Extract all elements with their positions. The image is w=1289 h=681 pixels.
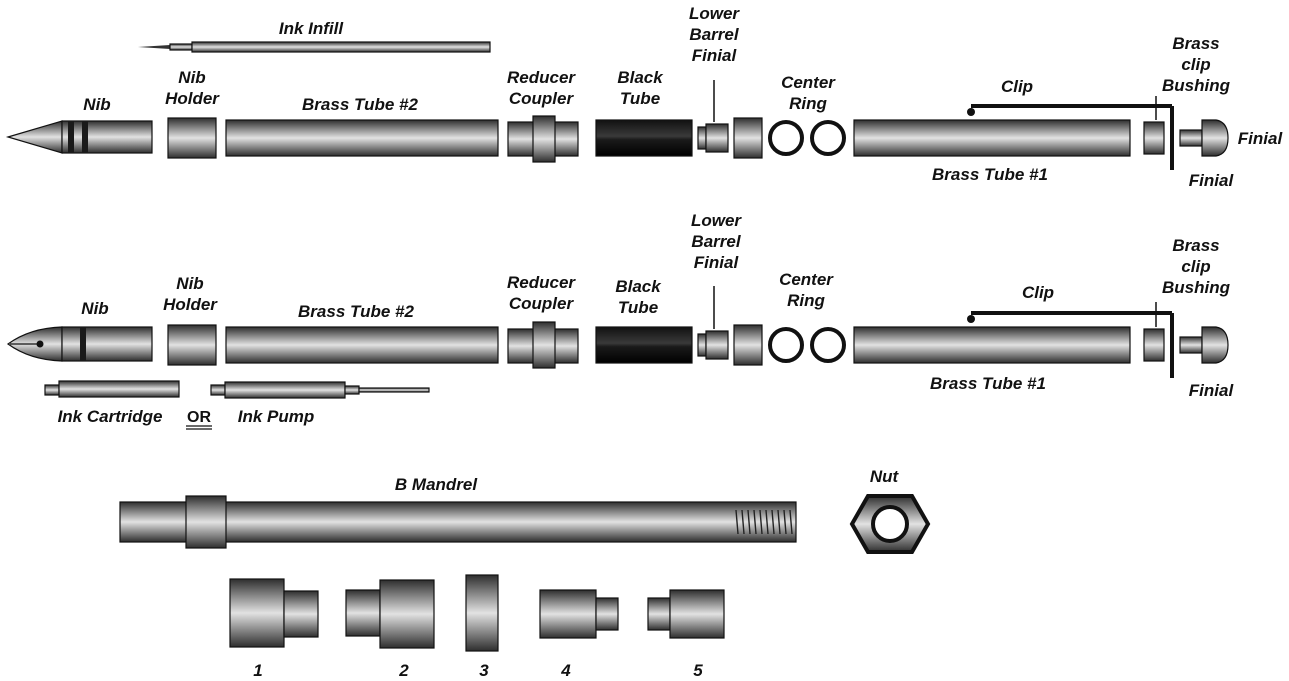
ink-cartridge-part	[44, 380, 180, 398]
b-mandrel-part	[119, 495, 797, 549]
assembly-1: Ink Infill Nib Nib Holder Brass Tube #2 …	[5, 4, 1284, 190]
label-brass-tube-1: Brass Tube #1	[932, 165, 1048, 184]
label-ink-cartridge: Ink Cartridge	[58, 407, 163, 426]
label-lower-barrel-finial-3: Finial	[692, 46, 738, 65]
brass-clip-bushing-part	[1143, 96, 1165, 155]
label-black-tube-2: Tube	[620, 89, 660, 108]
label-reducer-coupler-2a: Reducer	[507, 273, 576, 292]
nib-holder-part-2	[167, 324, 217, 366]
bushing-3-part	[465, 574, 499, 652]
assembly-2: Nib Nib Holder Brass Tube #2 Reducer Cou…	[6, 211, 1235, 430]
lower-barrel-finial-part-2	[697, 286, 763, 366]
label-nib-holder-2a: Nib	[176, 274, 203, 293]
label-ink-pump: Ink Pump	[238, 407, 315, 426]
label-reducer-coupler-2b: Coupler	[509, 294, 575, 313]
nib-holder-part	[167, 117, 217, 159]
nib-part	[5, 120, 153, 154]
brass-tube-2-part-2	[225, 326, 499, 364]
or-separator: OR	[186, 409, 212, 430]
clip-part	[967, 104, 1174, 170]
label-nib: Nib	[83, 95, 110, 114]
label-center-ring-1: Center	[781, 73, 836, 92]
finial-part	[1179, 119, 1229, 157]
black-tube-part-2	[595, 326, 693, 364]
label-bushing-4: 4	[560, 661, 571, 680]
label-brass-clip-bushing-2c: Bushing	[1162, 278, 1231, 297]
label-brass-tube-2: Brass Tube #2	[302, 95, 418, 114]
label-brass-tube-2-b: Brass Tube #2	[298, 302, 414, 321]
brass-clip-bushing-part-2	[1143, 302, 1165, 362]
label-black-tube-2a: Black	[615, 277, 662, 296]
label-brass-clip-bushing-2a: Brass	[1172, 236, 1219, 255]
label-clip: Clip	[1001, 77, 1033, 96]
label-reducer-coupler-1: Reducer	[507, 68, 576, 87]
brass-tube-2-part	[225, 119, 499, 157]
center-ring-part	[768, 120, 846, 156]
label-brass-tube-1-b: Brass Tube #1	[930, 374, 1046, 393]
ink-infill	[138, 41, 491, 53]
brass-tube-1-part	[853, 119, 1131, 157]
label-reducer-coupler-2: Coupler	[509, 89, 575, 108]
label-center-ring-2: Ring	[789, 94, 827, 113]
bushing-4-part	[539, 589, 619, 639]
lower-barrel-finial-part	[697, 80, 763, 159]
label-bushing-1: 1	[253, 661, 262, 680]
label-lower-barrel-finial-1: Lower	[689, 4, 740, 23]
label-brass-clip-bushing-2: clip	[1181, 55, 1210, 74]
bushing-5-part	[647, 589, 725, 639]
label-finial-below: Finial	[1189, 171, 1235, 190]
label-lower-barrel-finial-2a: Lower	[691, 211, 742, 230]
label-lower-barrel-finial-2c: Finial	[694, 253, 740, 272]
reducer-coupler-part	[507, 115, 579, 163]
bushing-1-part	[229, 578, 319, 648]
label-center-ring-2b: Ring	[787, 291, 825, 310]
nut-part	[849, 494, 931, 554]
label-lower-barrel-finial-2b: Barrel	[691, 232, 741, 251]
label-nib-holder-2: Holder	[165, 89, 220, 108]
label-nib-2: Nib	[81, 299, 108, 318]
label-brass-clip-bushing-3: Bushing	[1162, 76, 1231, 95]
label-black-tube-2b: Tube	[618, 298, 658, 317]
label-bushing-3: 3	[479, 661, 489, 680]
mandrel-group: B Mandrel Nut 1 2 3 4	[119, 467, 931, 680]
label-b-mandrel: B Mandrel	[395, 475, 478, 494]
label-nut: Nut	[870, 467, 900, 486]
center-ring-part-2	[768, 327, 846, 363]
label-nib-holder-2b: Holder	[163, 295, 218, 314]
label-nib-holder-1: Nib	[178, 68, 205, 87]
label-finial-2: Finial	[1189, 381, 1235, 400]
black-tube-part	[595, 119, 693, 157]
clip-part-2	[967, 311, 1174, 378]
label-brass-clip-bushing-2b: clip	[1181, 257, 1210, 276]
ink-pump-part	[210, 381, 430, 399]
label-finial-side: Finial	[1238, 129, 1284, 148]
bushing-2-part	[345, 579, 435, 649]
brass-tube-1-part-2	[853, 326, 1131, 364]
label-brass-clip-bushing-1: Brass	[1172, 34, 1219, 53]
label-bushing-2: 2	[398, 661, 409, 680]
finial-part-2	[1179, 326, 1229, 364]
reducer-coupler-part-2	[507, 321, 579, 369]
label-black-tube-1: Black	[617, 68, 664, 87]
label-or: OR	[187, 409, 211, 426]
label-lower-barrel-finial-2: Barrel	[689, 25, 739, 44]
label-center-ring-2a: Center	[779, 270, 834, 289]
label-clip-2: Clip	[1022, 283, 1054, 302]
label-bushing-5: 5	[693, 661, 703, 680]
label-ink-infill: Ink Infill	[279, 19, 345, 38]
fountain-nib-part	[6, 326, 153, 362]
